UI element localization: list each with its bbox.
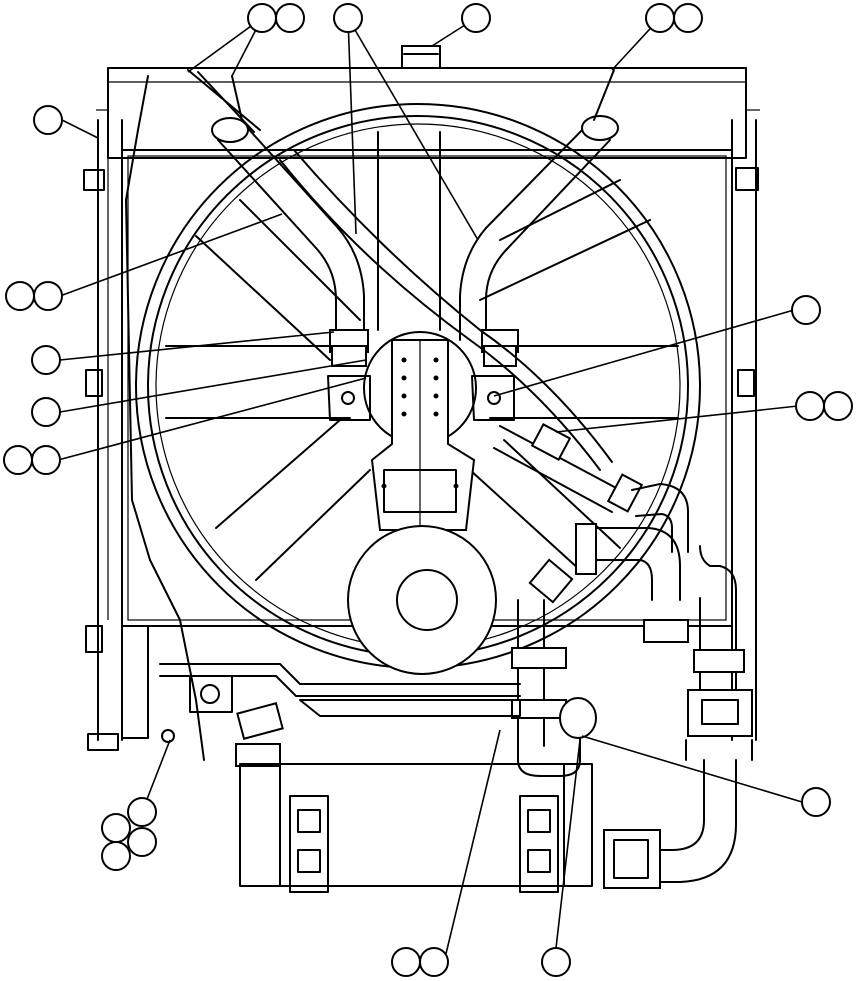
left-bracket xyxy=(327,375,371,421)
callout-c2 xyxy=(333,3,479,241)
fan-pulley xyxy=(347,525,497,675)
callout-c14 xyxy=(391,729,501,977)
left-upper-hose xyxy=(211,117,369,367)
fan-hub xyxy=(363,331,477,531)
callout-c3 xyxy=(431,3,491,47)
callout-c1 xyxy=(187,3,305,77)
callout-c11 xyxy=(555,391,853,433)
callout-c10 xyxy=(493,295,821,397)
left-lower-clamps xyxy=(235,702,284,767)
top-tank xyxy=(96,67,760,159)
callout-c8 xyxy=(31,359,367,427)
sensor-lines xyxy=(125,69,615,761)
center-elbow-pipe xyxy=(511,558,597,777)
callout-c5 xyxy=(33,105,99,139)
callout-c13 xyxy=(101,739,171,871)
right-diagonal-pipe xyxy=(493,423,644,513)
callout-c7 xyxy=(31,331,335,375)
callout-c6 xyxy=(5,213,283,311)
left-side-frame xyxy=(83,119,123,751)
right-vertical-pipe xyxy=(643,545,753,761)
filler-cap xyxy=(401,45,441,69)
callout-c9 xyxy=(3,377,367,475)
callout-c15 xyxy=(541,739,581,977)
callout-c12 xyxy=(581,735,831,817)
lower-cross-member xyxy=(121,625,521,743)
callout-c4 xyxy=(611,3,703,71)
lower-return-pipe xyxy=(603,759,737,889)
lower-module xyxy=(239,763,593,893)
right-bracket xyxy=(471,375,515,421)
hub-bolt-holes xyxy=(381,357,459,489)
right-elbow-pipe-upper xyxy=(575,483,689,601)
right-upper-hose xyxy=(459,115,619,367)
